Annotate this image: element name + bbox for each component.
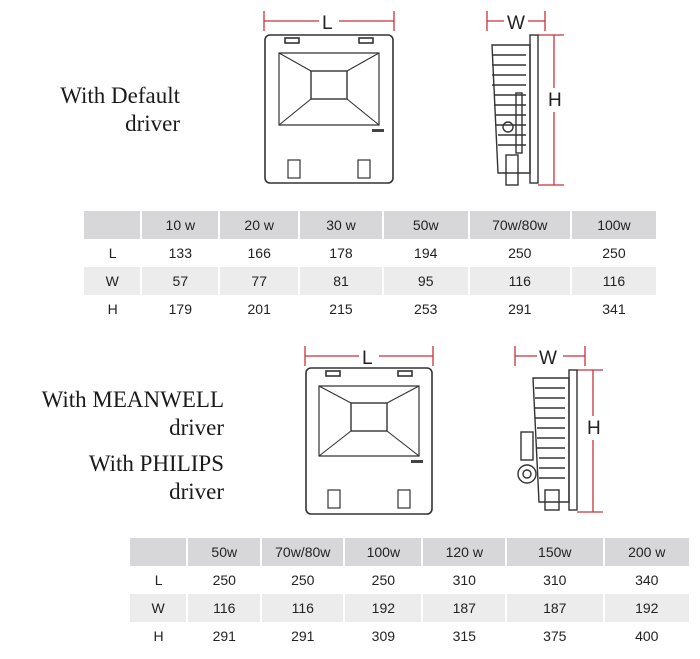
side-view-diagram: W H <box>486 11 564 186</box>
header-cell: 70w/80w <box>468 211 572 239</box>
dim-label-h: H <box>548 90 562 111</box>
table-cell: 95 <box>382 267 470 295</box>
table-cell: W <box>130 594 189 622</box>
table-cell: 133 <box>168 245 192 261</box>
table-header-row: 50w 70w/80w 100w 120 w 150w 200 w <box>130 538 691 566</box>
table-row: L 133 166 178 194 250 250 <box>84 239 657 267</box>
table-cell: 250 <box>508 245 532 261</box>
table-row: W 57 77 81 95 116 116 <box>84 267 659 295</box>
table-cell: 310 <box>452 572 476 588</box>
table-cell: 179 <box>168 301 192 317</box>
table-row: L 250 250 250 310 310 340 <box>130 566 690 594</box>
header-cell <box>130 538 189 566</box>
table-cell: 116 <box>261 594 346 622</box>
table-cell: 253 <box>414 301 438 317</box>
table-cell: 192 <box>344 594 424 622</box>
table-cell: 187 <box>506 594 605 622</box>
table-cell: 187 <box>422 594 508 622</box>
header-cell: 30 w <box>299 211 384 239</box>
label-line: With PHILIPS <box>88 451 224 476</box>
dim-label-w: W <box>539 348 557 369</box>
label-line: With MEANWELL <box>41 387 224 412</box>
table-cell: 215 <box>329 301 353 317</box>
label-line: With Default <box>60 83 180 108</box>
header-cell: 50w <box>187 538 263 566</box>
table-cell: 250 <box>291 572 315 588</box>
dim-label-w: W <box>507 13 525 34</box>
label-line: driver <box>125 111 180 136</box>
table-cell: 166 <box>247 245 271 261</box>
table-cell: 77 <box>219 267 301 295</box>
meanwell-philips-label: With MEANWELL driver With PHILIPS driver <box>6 386 224 506</box>
table-cell: 194 <box>414 245 438 261</box>
table-cell: 400 <box>635 628 659 644</box>
table-cell: H <box>153 628 164 644</box>
table-cell: 116 <box>570 267 659 295</box>
table-cell: 315 <box>452 628 476 644</box>
header-cell: 100w <box>344 538 424 566</box>
table-cell: 116 <box>187 594 263 622</box>
header-cell <box>84 211 143 239</box>
front-view-diagram: L <box>263 11 395 184</box>
table-cell: 201 <box>247 301 271 317</box>
side-view-diagram: W H <box>514 346 603 513</box>
dim-label-h: H <box>587 418 601 439</box>
table-cell: 291 <box>212 628 236 644</box>
header-cell: 200 w <box>603 538 691 566</box>
header-cell: 100w <box>570 211 659 239</box>
default-driver-label: With Default driver <box>20 82 180 138</box>
table-cell: 178 <box>329 245 353 261</box>
table-cell: L <box>154 572 163 588</box>
dim-label-l: L <box>362 348 373 369</box>
table-cell: L <box>108 245 117 261</box>
table-cell: 57 <box>141 267 221 295</box>
label-line: driver <box>169 479 224 504</box>
table-cell: 341 <box>602 301 626 317</box>
table-cell: 192 <box>603 594 691 622</box>
header-cell: 120 w <box>422 538 508 566</box>
table-cell: 291 <box>508 301 532 317</box>
spec-table-default: 10 w 20 w 30 w 50w 70w/80w 100w L 133 16… <box>84 211 659 323</box>
table-cell: 116 <box>468 267 572 295</box>
table-cell: 250 <box>602 245 626 261</box>
header-cell: 150w <box>506 538 605 566</box>
label-line: driver <box>169 415 224 440</box>
header-cell: 20 w <box>219 211 301 239</box>
spec-table-meanwell-philips: 50w 70w/80w 100w 120 w 150w 200 w L 250 … <box>130 538 691 650</box>
table-cell: 310 <box>543 572 567 588</box>
table-header-row: 10 w 20 w 30 w 50w 70w/80w 100w <box>84 211 659 239</box>
table-cell: 250 <box>371 572 396 588</box>
table-row: W 116 116 192 187 187 192 <box>130 594 691 622</box>
table-cell: 340 <box>635 572 659 588</box>
header-cell: 70w/80w <box>261 538 346 566</box>
table-cell: W <box>84 267 143 295</box>
front-view-diagram: L <box>304 346 434 515</box>
table-row: H 291 291 309 315 375 400 <box>130 622 690 650</box>
table-cell: H <box>107 301 118 317</box>
dim-label-l: L <box>322 13 333 34</box>
header-cell: 50w <box>382 211 470 239</box>
table-cell: 291 <box>291 628 315 644</box>
header-cell: 10 w <box>141 211 221 239</box>
table-cell: 309 <box>371 628 396 644</box>
table-cell: 81 <box>299 267 384 295</box>
table-row: H 179 201 215 253 291 341 <box>84 295 657 323</box>
table-cell: 250 <box>212 572 236 588</box>
table-cell: 375 <box>543 628 567 644</box>
